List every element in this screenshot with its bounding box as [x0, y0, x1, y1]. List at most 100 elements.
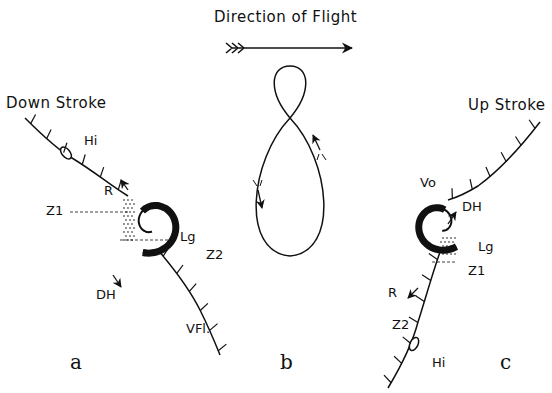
stipple	[452, 249, 454, 251]
stipple	[446, 237, 448, 239]
direction-arrow	[226, 43, 352, 53]
stipple	[131, 223, 133, 225]
stipple	[127, 223, 129, 225]
wing-curl	[419, 208, 457, 250]
stipple	[442, 237, 444, 239]
stipple	[442, 245, 444, 247]
path-arrow	[313, 135, 320, 150]
barb	[403, 337, 411, 344]
panel-letter: b	[280, 352, 293, 372]
stipple	[125, 227, 127, 229]
barb	[409, 317, 418, 322]
barb	[394, 356, 402, 363]
barb	[64, 143, 67, 153]
barb	[47, 129, 51, 138]
stipple	[123, 207, 125, 209]
barb	[429, 254, 438, 260]
stipple	[123, 215, 125, 217]
stipple	[442, 253, 444, 255]
path-arrow	[258, 190, 262, 208]
part-label: R	[104, 184, 113, 197]
part-label: Z1	[46, 204, 63, 217]
stipple	[127, 199, 129, 201]
part-label: Z1	[468, 264, 485, 277]
stipple	[131, 199, 133, 201]
stipple	[125, 235, 127, 237]
stipple	[450, 253, 452, 255]
fletch	[253, 154, 326, 186]
stipple	[125, 203, 127, 205]
barb	[200, 303, 208, 310]
stipple	[123, 223, 125, 225]
barb	[529, 120, 535, 129]
panel-letter: c	[500, 352, 511, 372]
dotted-zone	[440, 237, 456, 255]
stipple	[454, 253, 456, 255]
stipple	[129, 219, 131, 221]
barb	[470, 179, 472, 189]
force-arrow	[448, 212, 456, 224]
part-label: Z2	[392, 318, 409, 331]
feather-node	[407, 336, 420, 352]
barb	[416, 296, 425, 302]
feather-shaft	[448, 122, 540, 200]
leader-line	[432, 262, 456, 263]
barb	[486, 167, 490, 177]
stipple	[131, 207, 133, 209]
stipple	[440, 241, 442, 243]
barb	[82, 154, 85, 164]
heading-label: Up Stroke	[468, 98, 546, 113]
stipple	[448, 241, 450, 243]
stipple	[129, 235, 131, 237]
stipple	[129, 203, 131, 205]
stipple	[133, 227, 135, 229]
part-label: Vo	[420, 176, 436, 189]
stipple	[440, 249, 442, 251]
curl-stroke	[419, 208, 457, 250]
part-label: R	[388, 286, 397, 299]
stipple	[133, 203, 135, 205]
stipple	[446, 253, 448, 255]
force-arrow	[121, 180, 128, 190]
barb	[31, 114, 36, 123]
stipple	[131, 215, 133, 217]
stipple	[444, 241, 446, 243]
stipple	[127, 215, 129, 217]
feather-shaft	[25, 118, 128, 196]
stipple	[450, 237, 452, 239]
barb	[177, 265, 183, 273]
force-arrow	[113, 275, 121, 287]
barb	[118, 180, 121, 190]
part-label: Lg	[478, 240, 494, 253]
dotted-zone	[123, 199, 135, 241]
barb	[501, 152, 506, 161]
stipple	[454, 245, 456, 247]
stipple	[123, 199, 125, 201]
stipple	[133, 211, 135, 213]
heading-label: Direction of Flight	[214, 10, 357, 25]
feather-shaft	[158, 250, 220, 355]
wing-tip-path	[256, 66, 324, 256]
stipple	[446, 245, 448, 247]
barb	[451, 188, 453, 198]
part-label: DH	[462, 200, 482, 213]
stipple	[444, 249, 446, 251]
stipple	[450, 245, 452, 247]
stipple	[127, 207, 129, 209]
curl-stroke	[139, 205, 176, 253]
barb	[100, 167, 103, 177]
stipple	[125, 219, 127, 221]
part-label: Hi	[432, 356, 445, 369]
stipple	[129, 211, 131, 213]
wing-curl	[139, 205, 176, 253]
part-label: Lg	[180, 230, 196, 243]
barb	[210, 324, 218, 331]
stipple	[448, 249, 450, 251]
barb	[422, 275, 431, 281]
stipple	[452, 241, 454, 243]
barb	[515, 136, 521, 145]
panel-letter: a	[70, 352, 82, 372]
stipple	[127, 231, 129, 233]
leader-line	[70, 212, 128, 213]
